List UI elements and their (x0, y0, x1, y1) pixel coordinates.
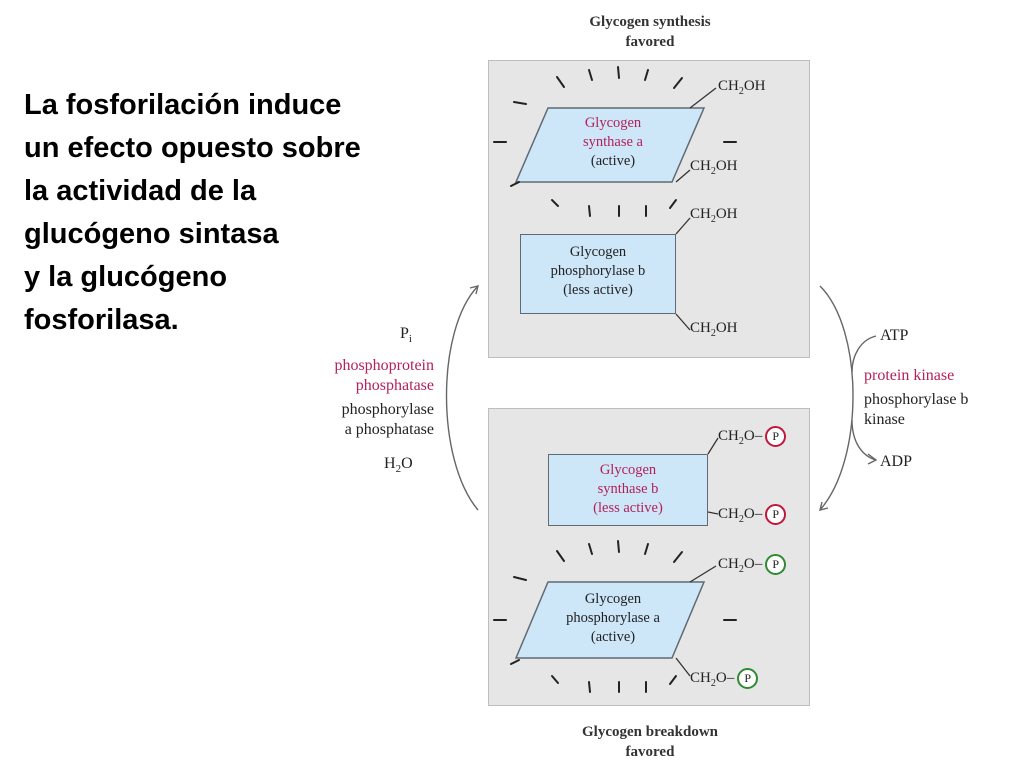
intro-line: La fosforilación induce (24, 89, 342, 121)
h2o-label: H2O (384, 455, 413, 476)
ch2oh-group: CH2OH (690, 206, 738, 225)
group-connectors (675, 87, 719, 677)
intro-text: La fosforilación induce un efecto opuest… (24, 84, 444, 342)
intro-line: glucógeno sintasa (24, 218, 279, 250)
phosphate-icon: P (765, 504, 787, 525)
phosphorylase-a-shape (514, 581, 706, 659)
intro-line: fosforilasa. (24, 304, 179, 336)
intro-line: la actividad de la (24, 175, 257, 207)
synthase-a-shape (514, 107, 706, 183)
synthase-a-line2: synthase a (583, 134, 643, 150)
ch2o-phosphate-group: CH2O–P (690, 668, 759, 689)
atp-label: ATP (880, 327, 909, 344)
phosphate-icon: P (765, 554, 787, 575)
phosphorylase-b-box: Glycogen phosphorylase b (less active) (520, 234, 676, 314)
ch2oh-group: CH2OH (690, 158, 738, 177)
phosphate-icon: P (737, 668, 759, 689)
phosphate-icon: P (765, 426, 787, 447)
phosphorylase-a-phosphatase-label: phosphorylase a phosphatase (341, 401, 434, 438)
left-curved-arrow (445, 285, 479, 511)
right-curved-arrow (819, 285, 854, 511)
ch2oh-group: CH2OH (718, 78, 766, 97)
activity-rays-bottom (493, 540, 737, 693)
synthase-a-label: Glycogen synthase a (active) (538, 114, 688, 178)
bottom-panel-title: Glycogen breakdown favored (582, 724, 718, 760)
synthase-b-box: Glycogen synthase b (less active) (548, 454, 708, 526)
activity-rays-top (493, 66, 737, 217)
adp-label: ADP (880, 453, 913, 470)
ch2o-phosphate-group: CH2O–P (718, 504, 787, 525)
protein-kinase-label: protein kinase (864, 367, 955, 384)
pi-label: Pi (400, 325, 412, 346)
side-arrows (445, 285, 878, 511)
adp-branch (851, 419, 877, 461)
ch2oh-group: CH2OH (690, 320, 738, 339)
intro-line: y la glucógeno (24, 261, 228, 293)
phosphorylase-a-label: Glycogen phosphorylase a (active) (566, 591, 660, 645)
intro-line: un efecto opuesto sobre (24, 132, 361, 164)
phosphorylase-b-kinase-label: phosphorylase b kinase (864, 391, 969, 428)
ch2o-phosphate-group: CH2O–P (718, 426, 787, 447)
ch2o-phosphate-group: CH2O–P (718, 554, 787, 575)
atp-branch (851, 335, 877, 373)
top-panel-title: Glycogen synthesis favored (589, 14, 711, 50)
phosphoprotein-phosphatase-label: phosphoprotein phosphatase (334, 357, 434, 394)
